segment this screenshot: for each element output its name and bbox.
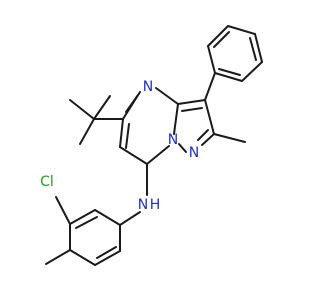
bond bbox=[93, 95, 111, 120]
bond bbox=[178, 143, 187, 153]
bond bbox=[207, 45, 216, 74]
bond bbox=[94, 250, 121, 266]
molecule-diagram: N N N N H Cl bbox=[40, 25, 263, 266]
bond bbox=[197, 129, 209, 141]
atom-h: H bbox=[150, 197, 161, 213]
bond bbox=[69, 99, 95, 120]
atom-n-bridgehead: N bbox=[168, 132, 178, 148]
bond bbox=[119, 146, 148, 165]
bond bbox=[204, 72, 216, 101]
bond bbox=[227, 25, 256, 35]
bond bbox=[75, 216, 98, 229]
bond bbox=[249, 37, 257, 61]
bond bbox=[254, 33, 263, 63]
bond bbox=[79, 118, 95, 145]
structure-svg: N N N N H Cl bbox=[40, 25, 263, 266]
bond bbox=[201, 133, 215, 146]
atom-labels: N N N N H Cl bbox=[40, 79, 199, 213]
bond bbox=[69, 249, 96, 266]
bond bbox=[45, 249, 71, 265]
bond bbox=[213, 133, 246, 143]
bond bbox=[69, 209, 96, 225]
bond bbox=[55, 196, 71, 225]
bond bbox=[173, 103, 179, 135]
bond bbox=[125, 123, 130, 149]
atom-n-pyrimidine: N bbox=[143, 79, 153, 95]
bond bbox=[181, 107, 203, 112]
bond bbox=[125, 94, 139, 113]
bond bbox=[204, 99, 215, 135]
bond bbox=[94, 209, 121, 226]
bond-lines bbox=[45, 25, 263, 266]
atom-n-pyrazole: N bbox=[189, 145, 199, 161]
bond bbox=[119, 211, 141, 226]
bond bbox=[177, 99, 206, 105]
bond bbox=[207, 25, 229, 47]
bond bbox=[155, 87, 179, 105]
bond bbox=[96, 246, 117, 259]
bond bbox=[241, 61, 263, 82]
bond bbox=[213, 31, 230, 48]
bond bbox=[218, 68, 241, 76]
bond bbox=[146, 145, 170, 165]
bond bbox=[214, 72, 243, 82]
atom-nh: N bbox=[138, 197, 148, 213]
bond bbox=[119, 118, 124, 148]
atom-cl: Cl bbox=[40, 174, 54, 190]
